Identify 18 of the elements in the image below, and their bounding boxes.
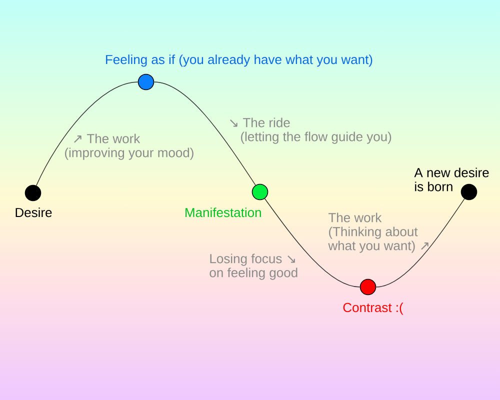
dot-label: Contrast :( <box>343 302 404 315</box>
dot <box>24 184 42 202</box>
dot-label: A new desire is born <box>414 168 489 192</box>
curve-segment <box>376 198 465 288</box>
edge-label: The work (Thinking about what you want) ↗ <box>328 212 428 253</box>
curve-segment <box>36 82 138 186</box>
curve-segment <box>154 82 256 186</box>
edge-label: Losing focus ↘ on feeling good <box>210 254 298 280</box>
dot <box>460 184 478 200</box>
curve-segment <box>264 198 360 288</box>
dot-label: Feeling as if (you already have what you want) <box>106 54 372 67</box>
dot-label: Manifestation <box>186 208 261 218</box>
edge-label: ↗ The work (improving your mood) <box>65 134 194 160</box>
dot <box>252 184 268 200</box>
edge-label: ↘ The ride (letting the flow guide you) <box>230 118 392 144</box>
dot <box>360 278 376 296</box>
dot <box>138 74 154 90</box>
dot-label: Desire <box>16 208 52 218</box>
